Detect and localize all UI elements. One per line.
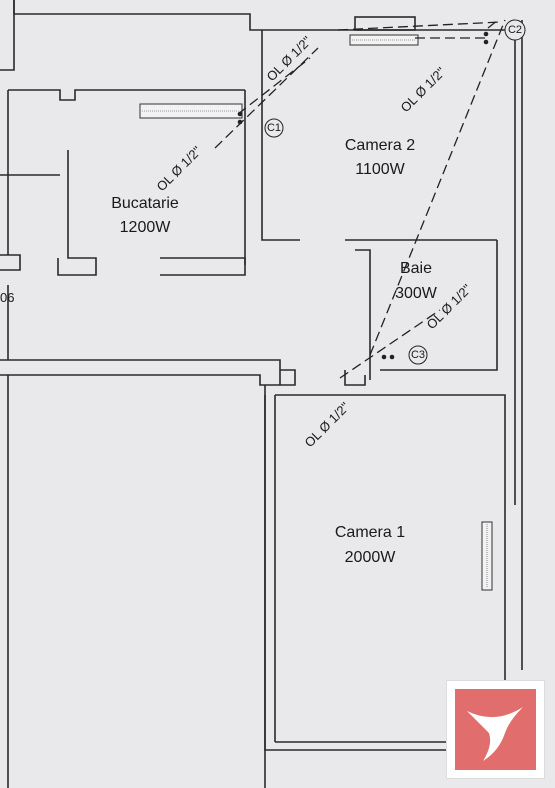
room-power-bucatarie: 1200W (120, 219, 172, 236)
room-name-bucatarie: Bucatarie (111, 195, 179, 212)
pipes (214, 19, 506, 379)
radiator-bucatarie (139, 103, 243, 119)
node-c2: C2 (504, 19, 526, 41)
edge-number: 06 (0, 290, 14, 305)
node-c3-label: C3 (411, 349, 425, 361)
room-name-camera2: Camera 2 (345, 137, 415, 154)
valves (237, 31, 489, 360)
node-c1-label: C1 (267, 122, 281, 134)
walls (0, 0, 523, 788)
radiator-camera2 (349, 34, 419, 46)
room-name-baie: Baie (400, 260, 432, 277)
radiator-camera1 (481, 521, 493, 591)
logo (446, 680, 545, 779)
pipe-label-camera1: OL Ø 1/2" (302, 399, 353, 450)
node-c3: C3 (408, 345, 428, 365)
room-power-camera1: 2000W (345, 549, 397, 566)
pipe-label-camera2: OL Ø 1/2" (398, 64, 449, 115)
node-c2-label: C2 (508, 24, 522, 36)
room-power-baie: 300W (395, 285, 438, 302)
room-name-camera1: Camera 1 (335, 524, 405, 541)
pipe-label-bucatarie: OL Ø 1/2" (154, 143, 205, 194)
bird-logo-icon (455, 689, 536, 770)
node-c1: C1 (264, 118, 284, 138)
room-power-camera2: 1100W (355, 161, 405, 178)
